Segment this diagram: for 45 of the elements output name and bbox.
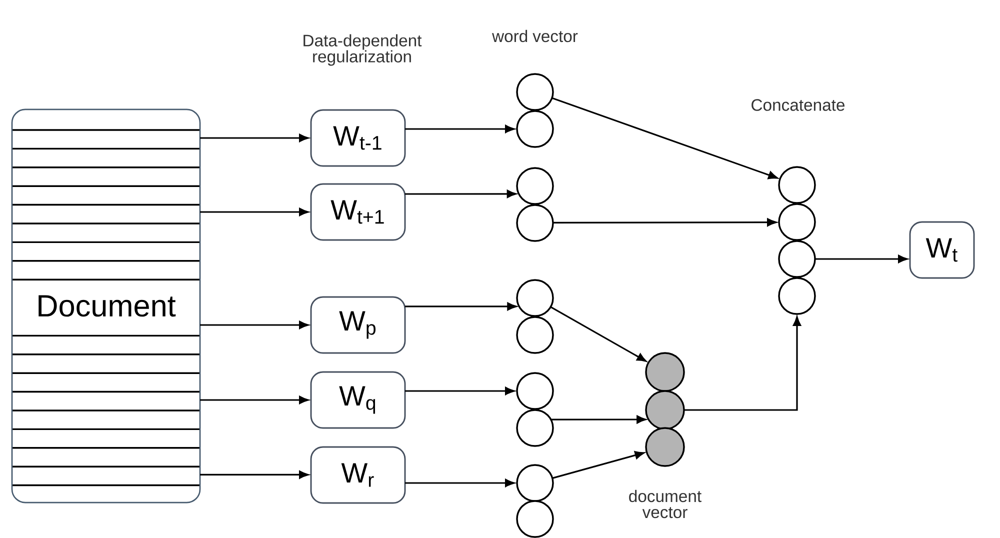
arrow xyxy=(552,97,778,180)
vector-circle xyxy=(516,316,554,354)
arrow xyxy=(405,386,515,396)
arrow xyxy=(200,470,309,479)
vector-circle xyxy=(645,427,685,467)
arrow xyxy=(200,208,309,216)
document-box: Document xyxy=(11,108,201,504)
vector-circle xyxy=(516,500,554,538)
vector-box: W$_{p}$ xyxy=(310,296,406,354)
arrow xyxy=(553,218,777,226)
vector-box: W$_{t+1}$ xyxy=(310,183,406,241)
vector-circle xyxy=(778,203,816,241)
arrow xyxy=(552,451,644,479)
arrow xyxy=(405,478,515,488)
heading-label: word vector xyxy=(492,30,578,42)
vector-circle xyxy=(516,167,554,205)
arrow xyxy=(550,306,647,362)
vector-circle xyxy=(516,73,554,111)
heading-label: Data-dependent regularization xyxy=(304,34,422,66)
arrow xyxy=(405,190,516,198)
heading-label: Concatenate xyxy=(752,99,844,111)
vector-box: W$_{t}$ xyxy=(909,221,975,279)
vector-circle xyxy=(516,204,554,242)
vector-circle xyxy=(778,277,816,315)
arrow xyxy=(200,134,309,142)
heading-label: document vector xyxy=(629,490,702,518)
arrow xyxy=(405,124,515,134)
arrow xyxy=(815,254,908,264)
arrow xyxy=(200,320,309,330)
vector-box: W$_{q}$ xyxy=(310,371,406,429)
arrow xyxy=(684,316,802,411)
vector-circle xyxy=(516,409,554,447)
vector-circle xyxy=(645,352,685,392)
vector-circle xyxy=(516,464,554,502)
vector-circle xyxy=(778,240,816,278)
vector-circle xyxy=(778,166,816,204)
arrow xyxy=(550,415,646,424)
vector-box: W$_{t-1}$ xyxy=(310,109,406,167)
arrow xyxy=(200,396,309,404)
vector-box: W$_{r}$ xyxy=(310,446,406,504)
vector-circle xyxy=(516,372,554,410)
vector-circle xyxy=(516,110,554,148)
vector-circle xyxy=(645,390,685,430)
arrow xyxy=(405,302,517,310)
vector-circle xyxy=(516,279,554,317)
